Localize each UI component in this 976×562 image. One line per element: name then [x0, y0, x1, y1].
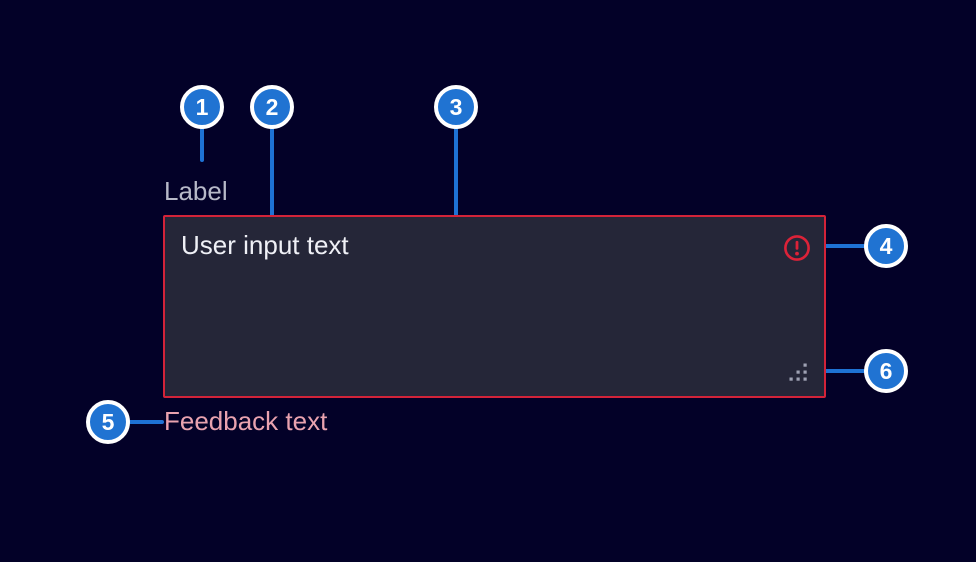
- textarea-user-input-text: User input text: [181, 230, 349, 260]
- callout-line-1: [200, 107, 204, 162]
- callout-number: 1: [195, 93, 209, 120]
- callout-badge-4: 4: [864, 224, 908, 268]
- callout-line-3: [454, 107, 458, 241]
- callout-line-4: [824, 244, 886, 248]
- callout-badge-6: 6: [864, 349, 908, 393]
- callout-number: 4: [879, 232, 893, 259]
- feedback-text: Feedback text: [164, 406, 328, 436]
- callout-number: 3: [449, 93, 463, 120]
- callout-line-6: [813, 369, 886, 373]
- callout-number: 2: [265, 93, 279, 120]
- textarea-label: Label: [164, 176, 228, 206]
- callout-number: 6: [879, 357, 893, 384]
- callout-badge-3: 3: [434, 85, 478, 129]
- callout-line-2: [270, 107, 274, 222]
- resize-grip-icon[interactable]: [788, 362, 809, 383]
- callout-number: 5: [101, 408, 115, 435]
- textarea-field[interactable]: User input text: [163, 215, 826, 398]
- callout-badge-1: 1: [180, 85, 224, 129]
- callout-badge-5: 5: [86, 400, 130, 444]
- callout-line-5: [108, 420, 164, 424]
- callout-badge-2: 2: [250, 85, 294, 129]
- alarm-icon: [783, 234, 811, 262]
